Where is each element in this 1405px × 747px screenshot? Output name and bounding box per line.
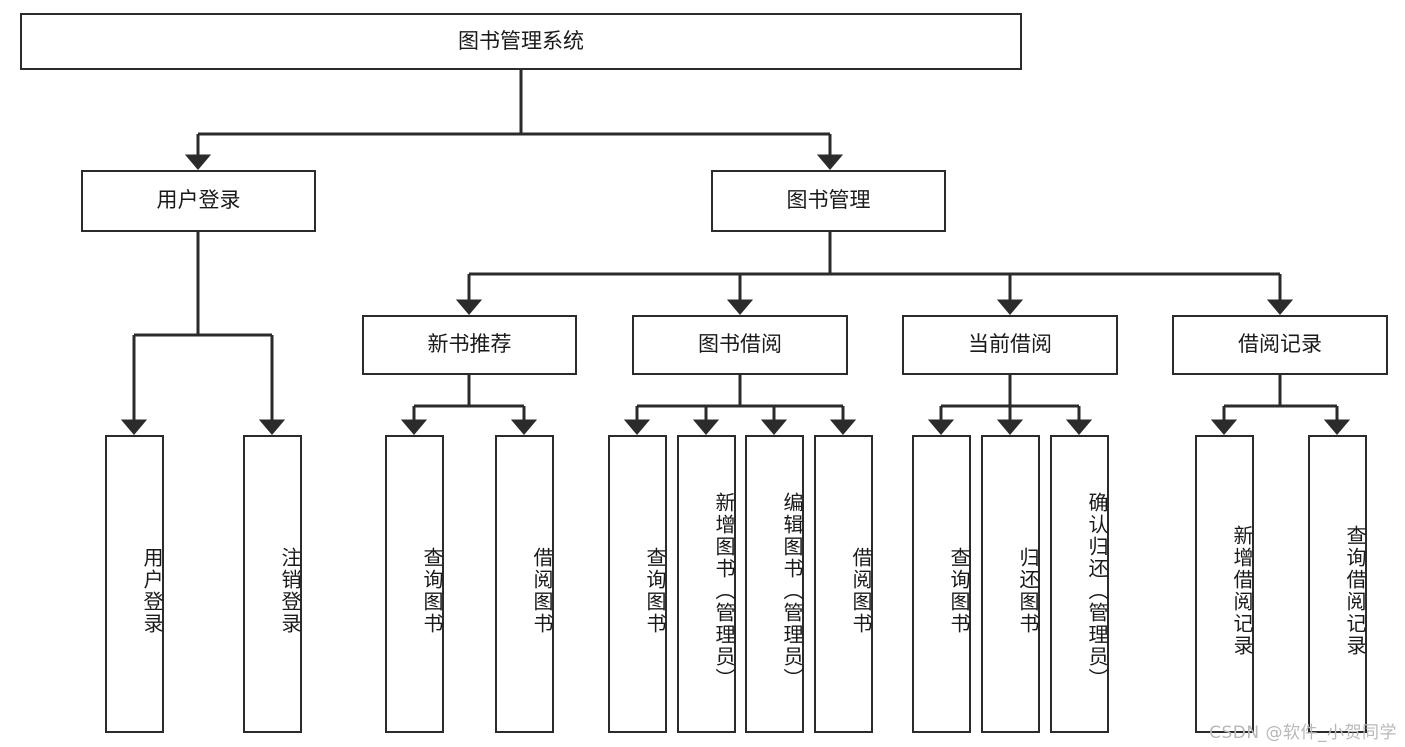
- node-leaf-edit-book-label: 编辑图书（管理员）: [780, 492, 804, 690]
- node-book-manage-label: 图书管理: [786, 188, 871, 213]
- node-new-book-rec[interactable]: 新书推荐: [362, 315, 577, 375]
- node-leaf-query-record[interactable]: 查询借阅记录: [1308, 435, 1367, 733]
- node-leaf-confirm-return[interactable]: 确认归还（管理员）: [1050, 435, 1109, 733]
- node-user-login[interactable]: 用户登录: [81, 170, 316, 232]
- node-root[interactable]: 图书管理系统: [20, 13, 1022, 70]
- node-book-borrow[interactable]: 图书借阅: [632, 315, 848, 375]
- node-new-book-rec-label: 新书推荐: [427, 332, 512, 357]
- node-book-borrow-label: 图书借阅: [698, 332, 782, 357]
- node-current-borrow-label: 当前借阅: [968, 332, 1052, 357]
- node-borrow-record[interactable]: 借阅记录: [1172, 315, 1388, 375]
- node-root-label: 图书管理系统: [458, 28, 584, 53]
- node-leaf-return-book-label: 归还图书: [1016, 547, 1040, 635]
- node-current-borrow[interactable]: 当前借阅: [902, 315, 1118, 375]
- node-leaf-query-record-label: 查询借阅记录: [1343, 525, 1367, 657]
- node-leaf-user-login[interactable]: 用户登录: [105, 435, 164, 733]
- csdn-watermark: CSDN @软件_小贺同学: [1209, 723, 1397, 743]
- node-user-login-label: 用户登录: [156, 188, 241, 213]
- node-leaf-borrow-book-2-label: 借阅图书: [849, 547, 873, 635]
- node-book-manage[interactable]: 图书管理: [711, 170, 946, 232]
- node-leaf-query-book-1[interactable]: 查询图书: [385, 435, 444, 733]
- node-leaf-query-book-1-label: 查询图书: [420, 547, 444, 635]
- node-leaf-add-record-label: 新增借阅记录: [1230, 525, 1254, 657]
- node-leaf-user-logout[interactable]: 注销登录: [243, 435, 302, 733]
- node-leaf-borrow-book-1[interactable]: 借阅图书: [495, 435, 554, 733]
- node-borrow-record-label: 借阅记录: [1238, 332, 1322, 357]
- node-leaf-confirm-return-label: 确认归还（管理员）: [1085, 492, 1109, 690]
- node-leaf-add-record[interactable]: 新增借阅记录: [1195, 435, 1254, 733]
- node-leaf-query-book-2-label: 查询图书: [643, 547, 667, 635]
- node-leaf-return-book[interactable]: 归还图书: [981, 435, 1040, 733]
- node-leaf-user-logout-label: 注销登录: [278, 547, 302, 635]
- node-leaf-borrow-book-2[interactable]: 借阅图书: [814, 435, 873, 733]
- node-leaf-query-book-3-label: 查询图书: [947, 547, 971, 635]
- node-leaf-edit-book[interactable]: 编辑图书（管理员）: [745, 435, 804, 733]
- node-leaf-add-book[interactable]: 新增图书（管理员）: [677, 435, 736, 733]
- node-leaf-add-book-label: 新增图书（管理员）: [712, 492, 736, 690]
- node-leaf-borrow-book-1-label: 借阅图书: [530, 547, 554, 635]
- node-leaf-query-book-2[interactable]: 查询图书: [608, 435, 667, 733]
- node-leaf-user-login-label: 用户登录: [140, 547, 164, 635]
- node-leaf-query-book-3[interactable]: 查询图书: [912, 435, 971, 733]
